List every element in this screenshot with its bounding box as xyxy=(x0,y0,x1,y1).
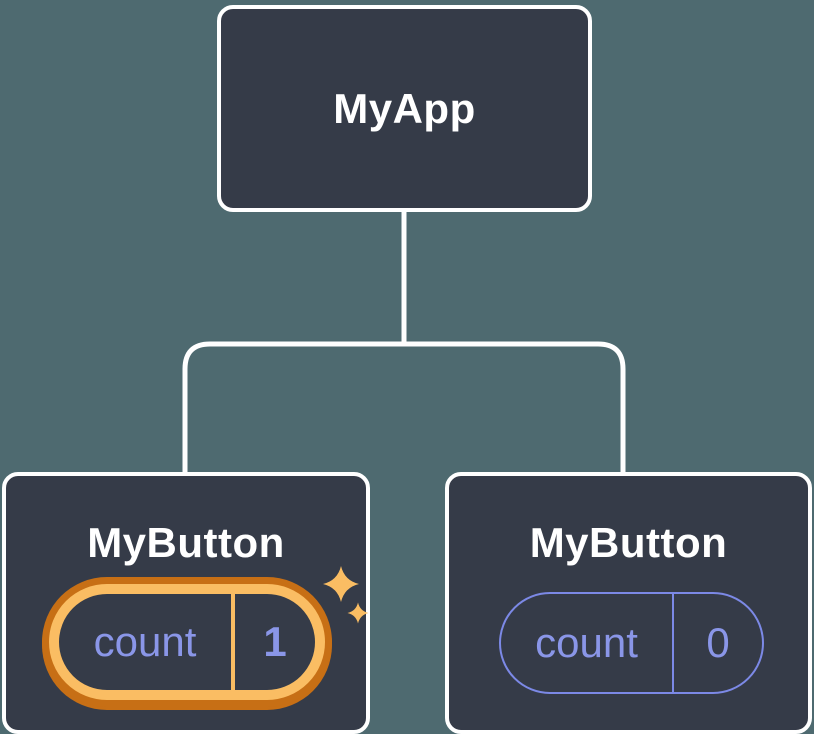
state-pill-divider xyxy=(672,594,674,692)
connector-branch xyxy=(182,341,626,474)
node-myapp: MyApp xyxy=(217,5,592,212)
node-label: MyApp xyxy=(333,84,476,132)
state-pill-highlighted: count 1 xyxy=(42,577,332,707)
node-label: MyButton xyxy=(529,519,728,566)
state-pill-inner: count 1 xyxy=(49,584,325,700)
node-label: MyButton xyxy=(87,519,285,566)
sparkles-icon xyxy=(323,566,369,624)
node-mybutton-left: MyButton count 1 xyxy=(2,472,370,734)
state-pill-divider xyxy=(231,594,235,690)
node-mybutton-right: MyButton count 0 xyxy=(445,472,812,734)
state-value: 1 xyxy=(263,618,287,665)
state-name: count xyxy=(535,619,638,666)
state-value: 0 xyxy=(706,619,730,666)
state-pill: count 0 xyxy=(499,592,764,694)
state-name: count xyxy=(93,618,197,665)
